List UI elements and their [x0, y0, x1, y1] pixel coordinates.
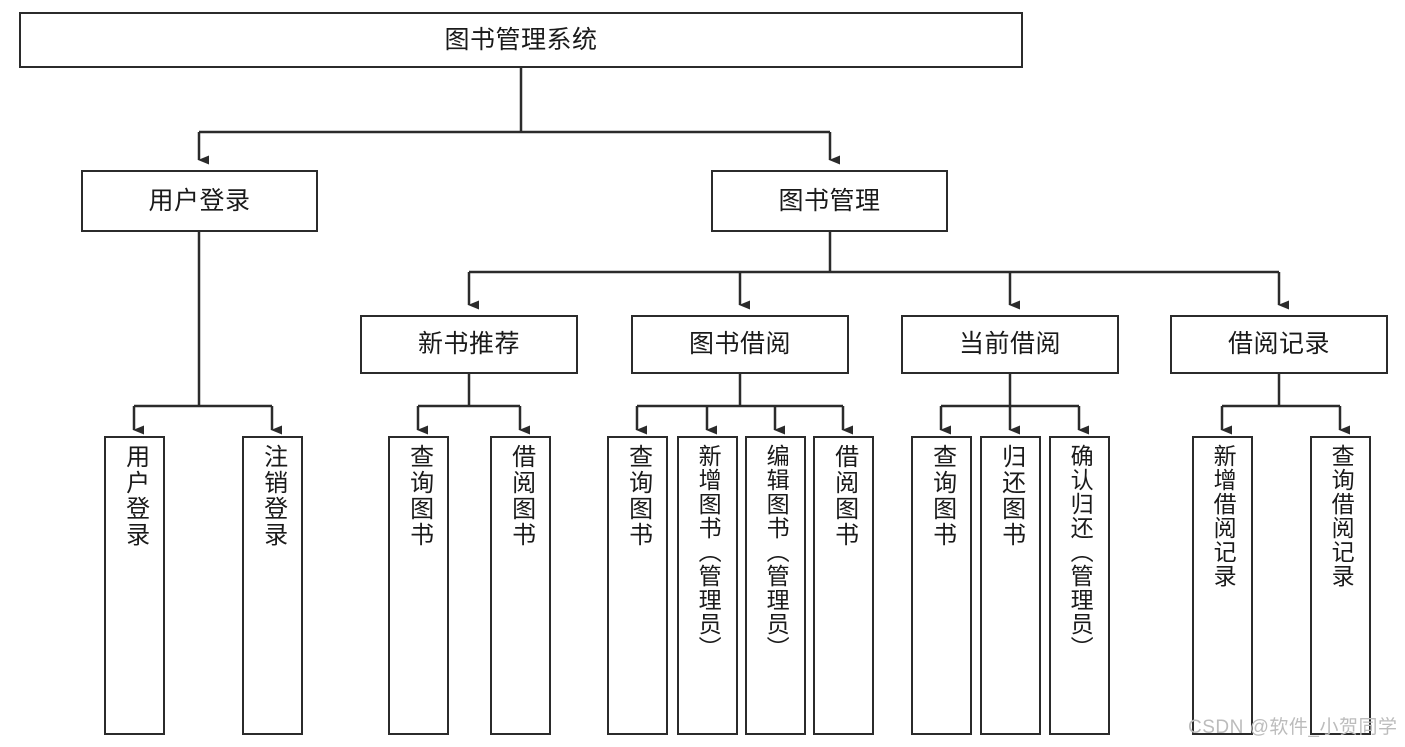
- node-book-management[interactable]: 图书管理: [711, 170, 948, 232]
- edges-bookmgmt-to-level3: [467, 232, 1289, 310]
- leaf-add-book-admin[interactable]: 新增图书（管理员）: [677, 436, 738, 735]
- node-current-borrow[interactable]: 当前借阅: [901, 315, 1119, 374]
- node-label: 图书管理系统: [444, 25, 598, 54]
- leaf-logout-login[interactable]: 注销登录: [242, 436, 303, 735]
- node-label: 用户登录: [148, 186, 251, 215]
- node-label: 编辑图书（管理员）: [763, 444, 790, 660]
- node-label: 借阅图书: [507, 444, 535, 548]
- node-label: 借阅记录: [1227, 330, 1330, 359]
- leaf-query-book-current[interactable]: 查询图书: [911, 436, 972, 735]
- node-label: 新增图书（管理员）: [695, 444, 722, 660]
- node-label: 图书借阅: [688, 330, 791, 359]
- node-label: 查询图书: [624, 444, 652, 548]
- leaf-borrow-book-recommend[interactable]: 借阅图书: [490, 436, 551, 735]
- node-label: 查询图书: [928, 444, 956, 548]
- edges-borrowrecord-to-leaves: [1220, 374, 1350, 435]
- node-book-borrow[interactable]: 图书借阅: [631, 315, 849, 374]
- node-new-book-recommend[interactable]: 新书推荐: [360, 315, 578, 374]
- node-label: 查询图书: [405, 444, 433, 548]
- node-label: 查询借阅记录: [1328, 444, 1355, 588]
- leaf-user-login[interactable]: 用户登录: [104, 436, 165, 735]
- edges-newbook-to-leaves: [416, 374, 530, 435]
- node-label: 确认归还（管理员）: [1067, 444, 1094, 660]
- leaf-edit-book-admin[interactable]: 编辑图书（管理员）: [745, 436, 806, 735]
- leaf-query-book-borrow[interactable]: 查询图书: [607, 436, 668, 735]
- leaf-confirm-return-admin[interactable]: 确认归还（管理员）: [1049, 436, 1110, 735]
- leaf-query-borrow-record[interactable]: 查询借阅记录: [1310, 436, 1371, 735]
- node-user-login[interactable]: 用户登录: [81, 170, 318, 232]
- node-label: 图书管理: [778, 186, 881, 215]
- edges-root-to-level2: [197, 68, 840, 165]
- node-label: 注销登录: [259, 444, 287, 548]
- leaf-borrow-book[interactable]: 借阅图书: [813, 436, 874, 735]
- node-label: 新书推荐: [417, 330, 520, 359]
- leaf-query-book-recommend[interactable]: 查询图书: [388, 436, 449, 735]
- leaf-add-borrow-record[interactable]: 新增借阅记录: [1192, 436, 1253, 735]
- csdn-watermark: CSDN @软件_小贺同学: [1188, 717, 1398, 738]
- edges-currentborrow-to-leaves: [939, 374, 1089, 435]
- node-label: 当前借阅: [958, 330, 1061, 359]
- node-borrow-record[interactable]: 借阅记录: [1170, 315, 1388, 374]
- node-root-system[interactable]: 图书管理系统: [19, 12, 1023, 68]
- node-label: 用户登录: [121, 444, 149, 548]
- node-label: 新增借阅记录: [1210, 444, 1237, 588]
- leaf-return-book[interactable]: 归还图书: [980, 436, 1041, 735]
- node-label: 借阅图书: [830, 444, 858, 548]
- edges-userlogin-to-leaves: [132, 232, 282, 435]
- edges-bookborrow-to-leaves: [635, 374, 853, 435]
- node-label: 归还图书: [997, 444, 1025, 548]
